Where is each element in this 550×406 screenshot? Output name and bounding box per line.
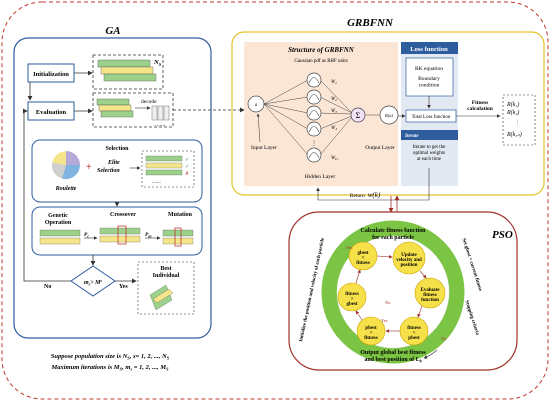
pc-label: Pc [84,232,89,239]
svg-text:W2: W2 [331,97,337,102]
pso-panel [288,211,518,371]
pso-right-arc-bottom: Stopping criteria [463,300,479,336]
loss-title: Loss function [410,46,448,53]
svg-text:.......: ....... [152,180,161,185]
svg-text:fitness>gbest: fitness>gbest [345,292,359,307]
selected-chromosomes [145,155,183,176]
evaluation-label: Evaluation [36,109,67,116]
termination-decision [70,265,116,297]
svg-text:pbest>fitness: pbest>fitness [364,326,378,341]
total-loss-label: Total Loss function [412,115,451,120]
population-dashed-box [92,54,164,90]
pso-yes-1: Yes [346,245,353,250]
bk-equation-label: BK equation [415,66,443,72]
decoded-values [151,105,170,121]
decode-label: decode [141,99,157,105]
population-chromosomes [97,59,157,82]
genetic-chromosomes [39,225,194,247]
crossover-label: Crossover [110,212,136,218]
pso-no-1: No [385,300,391,305]
fitness-value-2: R(k₂) [506,109,519,116]
fitness-values-box [502,94,536,146]
pso-no-2: No [441,336,447,341]
svg-text:W4: W4 [331,126,337,131]
pso-title: PSO [492,229,513,241]
decode-chromosomes [96,98,134,118]
selected-population-box [141,150,195,188]
decision-yes: Yes [119,284,128,290]
svg-text:WD: WD [331,156,338,161]
hidden-nodes: ⋮ [306,72,322,163]
svg-text:✗: ✗ [185,171,189,177]
selection-label: Selection [106,146,130,152]
iterate-title: Iterate [404,134,419,139]
best-individual-chromosome [149,284,174,311]
svg-text:Σ: Σ [356,111,361,120]
footnote-line2: Maximum iterations is MS, ms = 1, 2, ...… [50,364,169,372]
svg-text:W1: W1 [331,80,337,85]
decision-no: No [44,284,51,290]
input-node [247,95,265,113]
grbfnn-panel [231,31,545,196]
initialization-label: Initialization [33,71,69,78]
hidden-layer-label: Hidden Layer [305,174,336,180]
mutation-label: Mutation [168,212,193,218]
svg-text:✓: ✓ [185,164,189,170]
output-node [379,105,399,125]
input-layer-label: Input Layer [251,145,277,151]
decision-label: ms> Ms [84,278,103,287]
best-individual-box [137,261,195,315]
svg-text:+: + [86,162,92,173]
network-connections [263,79,381,156]
pm-label: Pm [145,232,152,239]
svg-text:fitness<pbest: fitness<pbest [407,326,421,341]
output-layer-label: Output Layer [365,145,395,151]
fitness-value-1: R(k₁) [506,101,519,108]
gaussian-note: Gaussian pdf as RBF units [294,59,347,64]
ga-panel [13,37,212,339]
svg-text:gbest<fitness: gbest<fitness [356,251,370,266]
input-node-label: a [255,103,258,108]
structure-title: Structure of GRBFNN [288,46,355,54]
fitness-value-3: R(k₃ₙ) [506,131,522,138]
svg-text:✓: ✓ [185,157,189,163]
svg-text:.......: ....... [155,122,166,128]
genetic-operation-box [31,206,203,256]
bk-equation-box [405,57,454,97]
pso-yes-2: Yes [381,318,388,323]
sum-node [350,107,366,123]
ga-title: GA [105,25,120,37]
output-node-label: R(a) [384,113,393,118]
svg-text:⋮: ⋮ [515,120,520,126]
roulette-label: Roulette [55,186,77,192]
pso-inner-arrows [355,255,427,333]
ns-label: NS [153,59,162,67]
roulette-pie [51,150,81,180]
weight-labels: W1 W2 W3 W4 WD [331,80,338,161]
no-loop-line [23,108,71,282]
outer-frame [1,1,549,400]
footnote-line1: Suppose population size is NS, s= 1, 2, … [51,353,170,361]
grbfnn-title: GRBFNN [347,17,394,29]
svg-text:⋮: ⋮ [311,141,317,147]
return-line [316,168,430,201]
svg-text:W3: W3 [331,109,337,114]
